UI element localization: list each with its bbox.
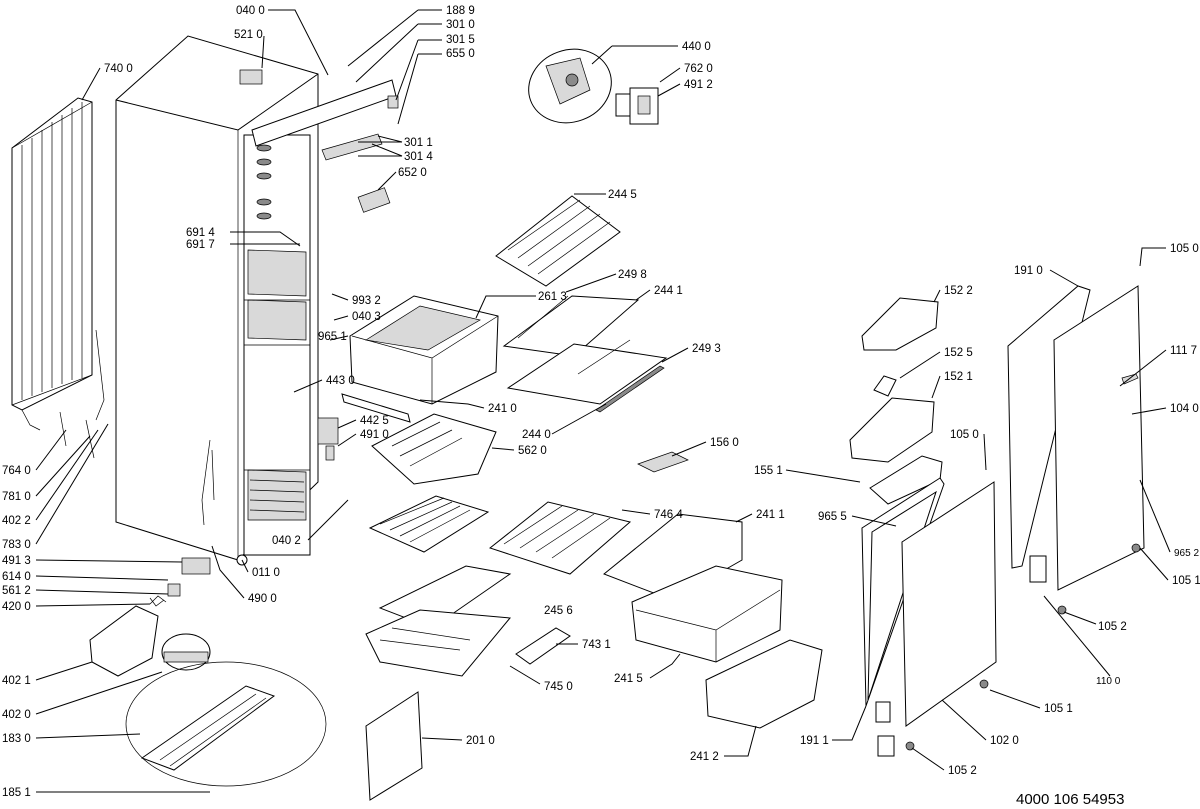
callout-185-1: 185 1 [2,787,31,799]
leader-lines [35,9,1171,793]
control-panel-part [251,79,399,213]
callout-655-0: 655 0 [446,48,475,60]
callout-152-2: 152 2 [944,285,973,297]
callout-402-1: 402 1 [2,675,31,687]
callout-521-0: 521 0 [234,29,263,41]
callout-labels: 040 0 188 9 301 0 301 5 655 0 521 0 740 … [2,5,1200,799]
freezer-drawer-part [341,295,499,423]
callout-188-9: 188 9 [446,5,475,17]
callout-102-0: 102 0 [990,735,1019,747]
callout-241-1: 241 1 [756,509,785,521]
glass-shelves-part [502,295,668,413]
cover-743-part [515,627,571,665]
callout-245-6: 245 6 [544,605,573,617]
callout-691-7: 691 7 [186,239,215,251]
callout-783-0: 783 0 [2,539,31,551]
callout-105-1-right: 105 1 [1172,575,1200,587]
base-plate-part [125,661,327,787]
callout-191-1: 191 1 [800,735,829,747]
egg-tray-part [637,451,689,473]
callout-241-0: 241 0 [488,403,517,415]
callout-301-4: 301 4 [404,151,433,163]
callout-781-0: 781 0 [2,491,31,503]
callout-105-2-right: 105 2 [1098,621,1127,633]
callout-040-0: 040 0 [236,5,265,17]
callout-561-2: 561 2 [2,585,31,597]
callout-965-5: 965 5 [818,511,847,523]
callout-746-4: 746 4 [654,509,683,521]
callout-402-2: 402 2 [2,515,31,527]
callout-402-0: 402 0 [2,709,31,721]
callout-490-0: 490 0 [248,593,277,605]
callout-104-0: 104 0 [1170,403,1199,415]
callout-040-2: 040 2 [272,535,301,547]
callout-111-7: 111 7 [1170,345,1197,357]
evaporator-part [368,495,490,553]
callout-491-0: 491 0 [360,429,389,441]
upper-door-part [1007,285,1145,591]
callout-105-1-low: 105 1 [1044,703,1073,715]
callout-762-0: 762 0 [684,63,713,75]
callout-745-0: 745 0 [544,681,573,693]
callout-993-2: 993 2 [352,295,381,307]
wire-shelf-part [495,195,621,287]
back-panel-part [365,691,423,801]
callout-249-3: 249 3 [692,343,721,355]
callout-965-1: 965 1 [318,331,347,343]
callout-301-0: 301 0 [446,19,475,31]
small-parts [59,329,339,605]
callout-652-0: 652 0 [398,167,427,179]
callout-244-5: 244 5 [608,189,637,201]
callout-965-2: 965 2 [1174,548,1199,559]
compressor-part [89,597,211,677]
grill-part [488,501,632,575]
callout-241-5: 241 5 [614,673,643,685]
fan-motor-part [528,48,659,125]
door-bins-part [849,297,943,505]
callout-155-1: 155 1 [754,465,783,477]
callout-241-2: 241 2 [690,751,719,763]
lower-door-part [861,477,997,727]
callout-152-5: 152 5 [944,347,973,359]
callout-105-2-low: 105 2 [948,765,977,777]
callout-011-0: 011 0 [252,567,280,579]
crisper-cover-part [371,413,497,485]
callout-244-1: 244 1 [654,285,683,297]
callout-440-0: 440 0 [682,41,711,53]
callout-743-1: 743 1 [582,639,611,651]
callout-491-2: 491 2 [684,79,713,91]
callout-491-3: 491 3 [2,555,31,567]
callout-420-0: 420 0 [2,601,31,613]
callout-261-3: 261 3 [538,291,567,303]
callout-562-0: 562 0 [518,445,547,457]
callout-249-8: 249 8 [618,269,647,281]
callout-244-0: 244 0 [522,429,551,441]
callout-201-0: 201 0 [466,735,495,747]
callout-040-3: 040 3 [352,311,381,323]
callout-764-0: 764 0 [2,465,31,477]
crisper-drawers-part [603,513,823,729]
callout-691-4: 691 4 [186,227,215,239]
cabinet-part [115,35,319,566]
condenser-part [11,97,93,431]
callout-110-0: 110 0 [1096,676,1121,687]
callout-301-1: 301 1 [404,137,433,149]
callout-105-0-mid: 105 0 [950,429,979,441]
callout-614-0: 614 0 [2,571,31,583]
reference-code: 4000 106 54953 [1016,791,1124,808]
callout-301-5: 301 5 [446,34,475,46]
callout-183-0: 183 0 [2,733,31,745]
callout-152-1: 152 1 [944,371,973,383]
callout-740-0: 740 0 [104,63,133,75]
crisper-group-part [365,565,512,677]
callout-105-0-top: 105 0 [1170,243,1199,255]
callout-443-0: 443 0 [326,375,355,387]
callout-156-0: 156 0 [710,437,739,449]
callout-442-5: 442 5 [360,415,389,427]
callout-191-0: 191 0 [1014,265,1043,277]
